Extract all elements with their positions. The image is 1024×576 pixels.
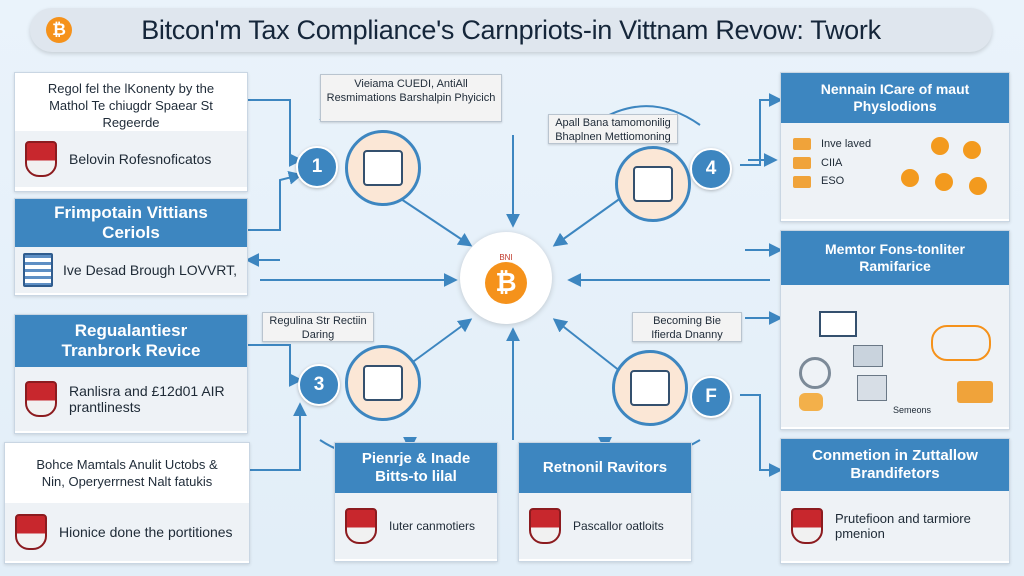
folder-icon [793, 157, 811, 170]
bottom-panel-2-header: Retnonil Ravitors [519, 443, 691, 493]
gear-icon [931, 137, 949, 155]
left-panel-1-text: Belovin Rofesnoficatos [69, 151, 212, 167]
right-panel-2-body: Semeons [781, 285, 1009, 427]
left-panel-1-header: Regol fel the lKonenty by the Mathol Te … [47, 81, 215, 130]
left-panel-2-body: Ive Desad Brough LOVVRT, [15, 247, 247, 293]
right-panel-3-header: Conmetion in Zuttallow Brandifetors [781, 439, 1009, 491]
bitcoin-icon: ₿ [46, 17, 72, 43]
shield-icon [25, 141, 57, 177]
monitor-icon [819, 311, 857, 337]
right-panel-1-list: Inve laved CIIA ESO [781, 123, 871, 191]
bottom-panel-1: Pienrje & Inade Bitts-to lilal Iuter can… [334, 442, 498, 562]
left-panel-3-text: Ranlisra and £12d01 AIR prantlinests [69, 383, 225, 415]
left-panel-4-text: Hionice done the portitiones [59, 524, 233, 540]
bottom-panel-1-body: Iuter canmotiers [335, 493, 497, 559]
tools-illustration-icon [630, 370, 670, 406]
folder-icon [793, 175, 811, 188]
step-4-callout: Apall Bana tamomonilig Bhaplnen Mettiomo… [548, 114, 678, 144]
shield-icon [791, 508, 823, 544]
gear-icon [901, 169, 919, 187]
title-bar: ₿ Bitcon'm Tax Compliance's Carnpriots-i… [30, 8, 992, 52]
step-3-badge: 3 [298, 364, 340, 406]
left-panel-4-body: Hionice done the portitiones [5, 503, 249, 561]
step-1-illustration [345, 130, 421, 206]
documents-icon [23, 253, 53, 287]
step-3-illustration [345, 345, 421, 421]
bottom-panel-1-header: Pienrje & Inade Bitts-to lilal [335, 443, 497, 493]
documents-illustration-icon [363, 150, 403, 186]
bitcoin-icon [963, 141, 981, 159]
right-panel-1: Nennain ICare of maut Physlodions Inve l… [780, 72, 1010, 222]
left-panel-3-header: Regualantiesr Tranbrork Revice [15, 315, 247, 367]
office-illustration-icon [633, 166, 673, 202]
list-item: Inve laved [793, 135, 871, 154]
left-panel-3-body: Ranlisra and £12d01 AIR prantlinests [15, 367, 247, 431]
folder-icon [957, 381, 993, 403]
right-panel-2-header: Memtor Fons-tonliter Ramifarice [781, 231, 1009, 285]
right-panel-3-body: Prutefioon and tarmiore pmenion [781, 491, 1009, 561]
shield-icon [345, 508, 377, 544]
gear-icon [935, 173, 953, 191]
step-f-badge: F [690, 376, 732, 418]
gear-icon [969, 177, 987, 195]
step-f-callout: Becoming Bie Ifierda Dnanny [632, 312, 742, 342]
center-hub-content: BNI ₿ [485, 253, 527, 304]
left-panel-4: Bohce Mamtals Anulit Uctobs & Nin, Opery… [4, 442, 250, 564]
calculator-icon [857, 375, 887, 401]
gear-icon [799, 357, 831, 389]
left-panel-1-body: Belovin Rofesnoficatos [15, 131, 247, 187]
coins-icon [799, 393, 823, 411]
center-hub: BNI ₿ [460, 232, 552, 324]
bottom-panel-1-text: Iuter canmotiers [389, 519, 476, 533]
left-panel-2: Frimpotain Vittians Ceriols Ive Desad Br… [14, 198, 248, 296]
list-item: ESO [793, 172, 871, 191]
right-panel-2: Memtor Fons-tonliter Ramifarice Semeons [780, 230, 1010, 430]
bottom-panel-2: Retnonil Ravitors Pascallor oatloits [518, 442, 692, 562]
step-1-badge: 1 [296, 146, 338, 188]
left-panel-4-header: Bohce Mamtals Anulit Uctobs & Nin, Opery… [36, 457, 218, 489]
step-4-illustration [615, 146, 691, 222]
shield-icon [529, 508, 561, 544]
list-item: CIIA [793, 154, 871, 173]
right-panel-3: Conmetion in Zuttallow Brandifetors Prut… [780, 438, 1010, 564]
step-3-callout: Regulina Str Rectiin Daring [262, 312, 374, 342]
cloud-icon [931, 325, 991, 361]
bitcoin-center-icon: ₿ [485, 261, 527, 304]
shield-icon [15, 514, 47, 550]
shield-icon [25, 381, 57, 417]
center-tag: BNI [499, 252, 513, 262]
step-1-callout: Vieiama CUEDI, AntiAll Resmimations Bars… [320, 74, 502, 122]
step-f-illustration [612, 350, 688, 426]
printer-icon [853, 345, 883, 367]
step-4-badge: 4 [690, 148, 732, 190]
left-panel-2-header: Frimpotain Vittians Ceriols [15, 199, 247, 247]
page-title: Bitcon'm Tax Compliance's Carnpriots-in … [141, 14, 881, 45]
bottom-panel-2-body: Pascallor oatloits [519, 493, 691, 559]
bottom-panel-2-text: Pascallor oatloits [573, 519, 664, 533]
left-panel-3: Regualantiesr Tranbrork Revice Ranlisra … [14, 314, 248, 434]
left-panel-1: Regol fel the lKonenty by the Mathol Te … [14, 72, 248, 192]
right-panel-1-body: Inve laved CIIA ESO [781, 123, 1009, 219]
left-panel-2-text: Ive Desad Brough LOVVRT, [63, 262, 238, 278]
folder-icon [793, 138, 811, 151]
right-panel-3-text: Prutefioon and tarmiore pmenion [835, 511, 971, 541]
house-illustration-icon [363, 365, 403, 401]
right-panel-2-caption: Semeons [893, 405, 932, 415]
right-panel-1-header: Nennain ICare of maut Physlodions [781, 73, 1009, 123]
